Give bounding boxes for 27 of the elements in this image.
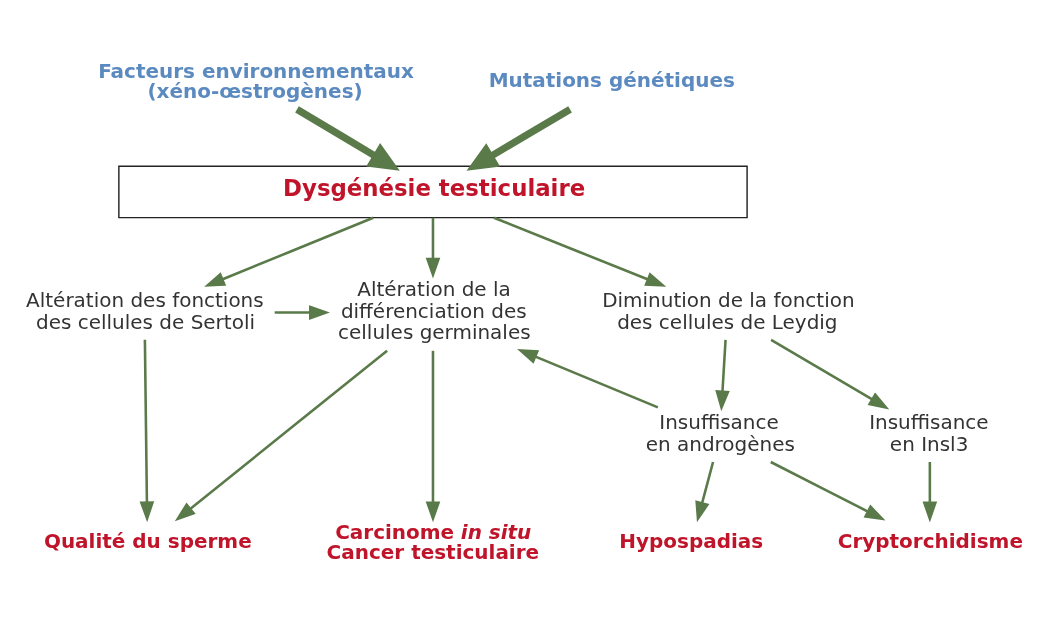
arrow — [922, 462, 938, 523]
node-text: Qualité du sperme — [43, 529, 252, 554]
arrow — [715, 339, 730, 412]
node-text: Altération de la différenciation des cellules germinales — [338, 277, 531, 345]
arrow — [466, 106, 572, 171]
arrow — [295, 106, 400, 171]
arrow — [517, 348, 659, 409]
node-text: Diminution de la fonction des cellules de Leydig — [602, 288, 855, 334]
node-text: Hypospadias — [619, 529, 764, 554]
node-text: Altération des fonctions des cellules de Sertoli — [26, 288, 264, 334]
arrow — [770, 338, 890, 410]
arrow — [425, 350, 441, 523]
node-text: Carcinome in situ Cancer testiculaire — [326, 520, 540, 565]
node-text: Mutations génétiques — [488, 68, 735, 93]
node-text: Facteurs environnementaux (xéno-œstrogènes) — [98, 58, 414, 103]
arrow — [274, 305, 330, 320]
node-text: Insuffisance en androgènes — [645, 410, 795, 456]
arrow — [174, 349, 388, 522]
node-box: Dysgénésie testiculaire — [118, 165, 748, 219]
node-text: Insuffisance en Insl3 — [869, 410, 989, 456]
arrow — [493, 216, 667, 287]
arrow — [770, 460, 886, 521]
node-text: Cryptorchidisme — [837, 529, 1023, 554]
arrow — [204, 216, 374, 287]
arrow — [425, 217, 441, 279]
arrow — [695, 461, 715, 523]
arrow — [139, 339, 155, 523]
